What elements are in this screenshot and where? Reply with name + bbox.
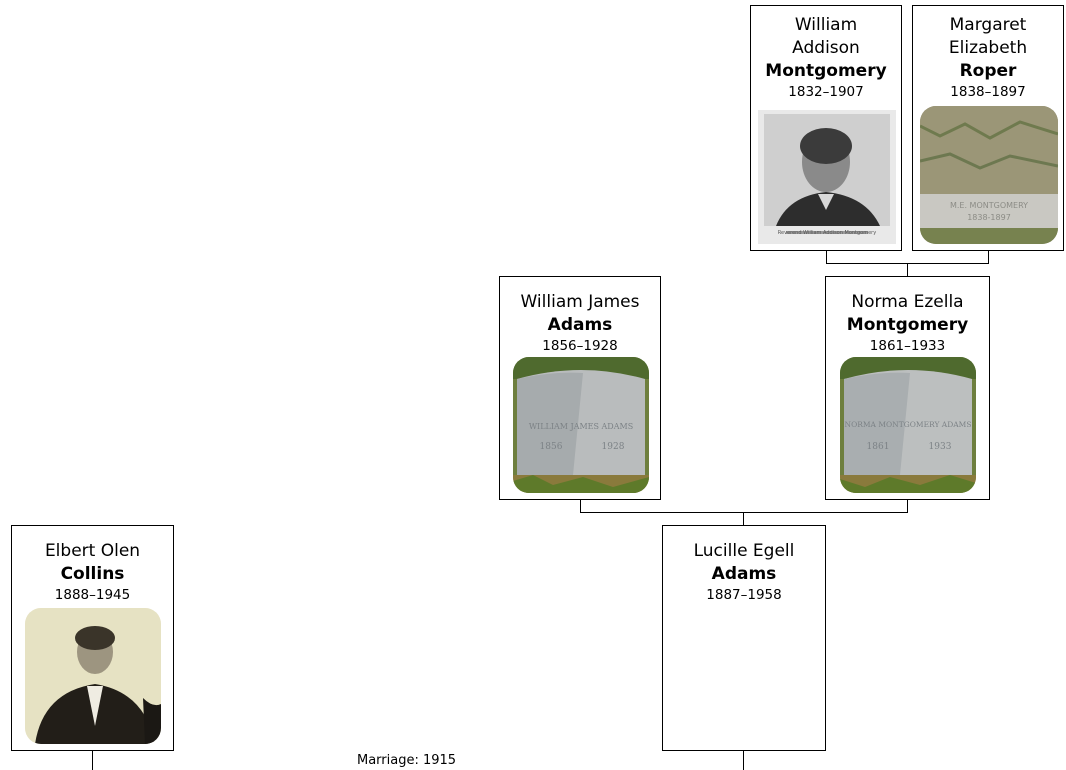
person-surname: Adams bbox=[547, 315, 613, 335]
portrait-photo bbox=[25, 608, 161, 744]
person-surname: Montgomery bbox=[765, 61, 887, 81]
headstone-photo: NORMA MONTGOMERY ADAMS 1861 1933 bbox=[840, 357, 976, 493]
person-given-name: Addison bbox=[792, 38, 860, 58]
person-card-lucille-egell-adams[interactable]: Lucille Egell Adams 1887–1958 bbox=[662, 525, 826, 751]
person-dates: 1838–1897 bbox=[950, 84, 1026, 100]
headstone-inscription-birth: 1856 bbox=[540, 442, 563, 452]
headstone-inscription-name: WILLIAM JAMES ADAMS bbox=[529, 422, 633, 431]
person-given-name: Elbert Olen bbox=[44, 541, 141, 561]
headstone-inscription-dates: 1838-1897 bbox=[967, 213, 1011, 222]
photo-caption: Reverend William Addison Montgomery bbox=[778, 230, 876, 236]
person-card-margaret-elizabeth-roper[interactable]: Margaret Elizabeth Roper 1838–1897 M.E. … bbox=[912, 5, 1064, 251]
person-dates: 1861–1933 bbox=[869, 338, 946, 354]
headstone-inscription-death: 1928 bbox=[602, 442, 625, 452]
connector-line bbox=[826, 250, 827, 264]
person-given-name: Elizabeth bbox=[948, 38, 1028, 58]
connector-line bbox=[743, 512, 744, 525]
person-card-william-addison-montgomery[interactable]: William Addison Montgomery 1832–1907 Rev… bbox=[750, 5, 902, 251]
person-dates: 1856–1928 bbox=[542, 338, 618, 354]
person-surname: Adams bbox=[711, 564, 777, 584]
person-given-name: Norma Ezella bbox=[851, 292, 964, 312]
person-surname: Collins bbox=[60, 564, 125, 584]
person-given-name: Lucille Egell bbox=[693, 541, 795, 561]
person-dates: 1832–1907 bbox=[788, 84, 864, 100]
headstone-inscription-birth: 1861 bbox=[867, 442, 890, 452]
person-given-name: William bbox=[794, 15, 858, 35]
headstone-photo: WILLIAM JAMES ADAMS 1856 1928 bbox=[513, 357, 649, 493]
connector-line bbox=[580, 512, 908, 513]
person-dates: 1888–1945 bbox=[54, 587, 131, 603]
person-card-elbert-olen-collins[interactable]: Elbert Olen Collins 1888–1945 bbox=[11, 525, 174, 751]
person-card-william-james-adams[interactable]: William James Adams 1856–1928 WILLIAM JA… bbox=[499, 276, 661, 500]
connector-line bbox=[580, 500, 581, 513]
headstone-inscription-name: NORMA MONTGOMERY ADAMS bbox=[845, 420, 972, 429]
headstone-photo: M.E. MONTGOMERY 1838-1897 bbox=[920, 106, 1058, 244]
person-given-name: William James bbox=[520, 292, 640, 312]
connector-line bbox=[988, 250, 989, 264]
person-card-norma-ezella-montgomery[interactable]: Norma Ezella Montgomery 1861–1933 NORMA … bbox=[825, 276, 990, 500]
connector-line bbox=[907, 500, 908, 513]
connector-line bbox=[92, 750, 93, 770]
connector-line bbox=[743, 750, 744, 770]
person-dates: 1887–1958 bbox=[706, 587, 782, 603]
headstone-inscription-death: 1933 bbox=[929, 442, 952, 452]
person-surname: Montgomery bbox=[846, 315, 969, 335]
headstone-inscription-name: M.E. MONTGOMERY bbox=[950, 201, 1028, 210]
portrait-photo: Reverend William Addison Montgomery bbox=[758, 110, 896, 244]
person-surname: Roper bbox=[959, 61, 1017, 81]
person-given-name: Margaret bbox=[949, 15, 1027, 35]
connector-line bbox=[907, 263, 908, 276]
marriage-label: Marriage: 1915 bbox=[357, 753, 457, 768]
